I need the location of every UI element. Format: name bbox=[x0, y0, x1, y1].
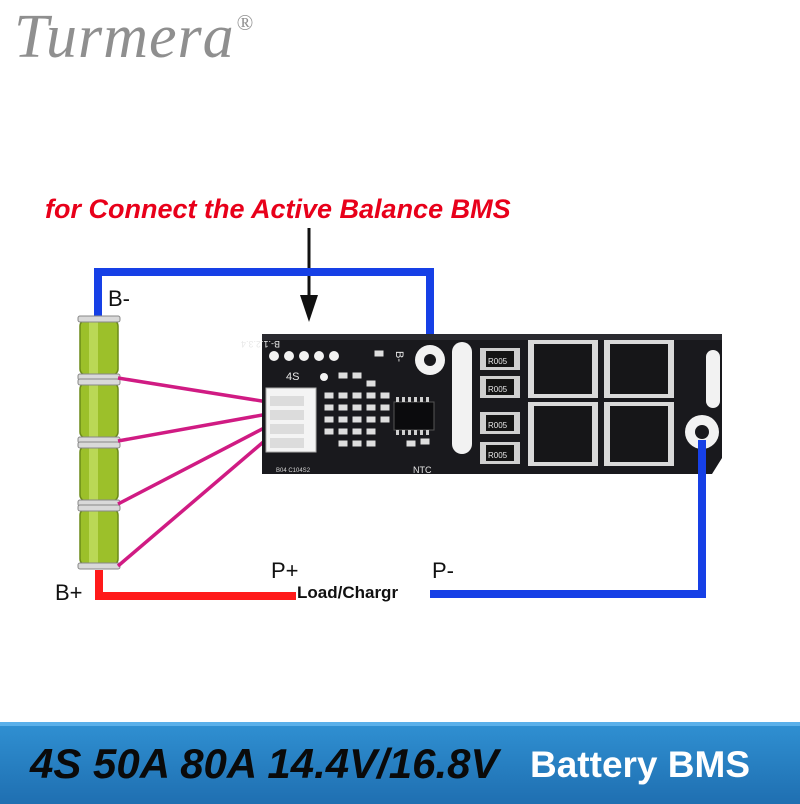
b-plus-wire bbox=[95, 570, 296, 600]
battery-cell-stack bbox=[77, 315, 121, 570]
p-minus-label: P- bbox=[432, 558, 454, 583]
shunt-resistors bbox=[480, 348, 520, 464]
balance-wires bbox=[116, 376, 270, 568]
balance-connector bbox=[265, 387, 317, 453]
resistor-mark: R005 bbox=[488, 451, 508, 460]
b-minus-label: B- bbox=[108, 286, 130, 311]
battery-cell bbox=[77, 315, 121, 381]
bms-board: B-.1.2.3.4 4S NTC B- R005 R005 R005 R005… bbox=[241, 334, 722, 475]
b-minus-wire bbox=[94, 268, 434, 348]
brand-logo: Turmera® bbox=[14, 2, 254, 73]
board-b-minus-label: B- bbox=[393, 351, 405, 362]
brand-name: Turmera bbox=[14, 3, 235, 71]
control-ic bbox=[393, 397, 435, 435]
spec-banner: 4S 50A 80A 14.4V/16.8V Battery BMS bbox=[0, 722, 800, 804]
mosfets bbox=[528, 340, 674, 466]
ntc-label: NTC bbox=[413, 465, 432, 475]
series-label: 4S bbox=[286, 371, 299, 383]
battery-cell bbox=[77, 504, 121, 570]
resistor-mark: R005 bbox=[488, 385, 508, 394]
resistor-mark: R005 bbox=[488, 357, 508, 366]
banner-spec: 4S 50A 80A 14.4V/16.8V bbox=[30, 740, 499, 787]
resistor-mark: R005 bbox=[488, 421, 508, 430]
callout-arrow bbox=[300, 228, 318, 322]
banner-title: Battery BMS bbox=[530, 744, 750, 785]
balance-callout: for Connect the Active Balance BMS bbox=[45, 194, 511, 224]
p-plus-label: P+ bbox=[271, 558, 299, 583]
load-charger-label: Load/Chargr bbox=[296, 583, 400, 603]
battery-cell bbox=[77, 378, 121, 444]
battery-cell bbox=[77, 441, 121, 507]
p-minus-wire bbox=[430, 440, 706, 598]
registered-mark: ® bbox=[236, 10, 255, 35]
pin-row-label: B-.1.2.3.4 bbox=[241, 339, 280, 349]
b-plus-label: B+ bbox=[55, 580, 83, 605]
connector-text: B04 C104S2 bbox=[276, 468, 311, 474]
